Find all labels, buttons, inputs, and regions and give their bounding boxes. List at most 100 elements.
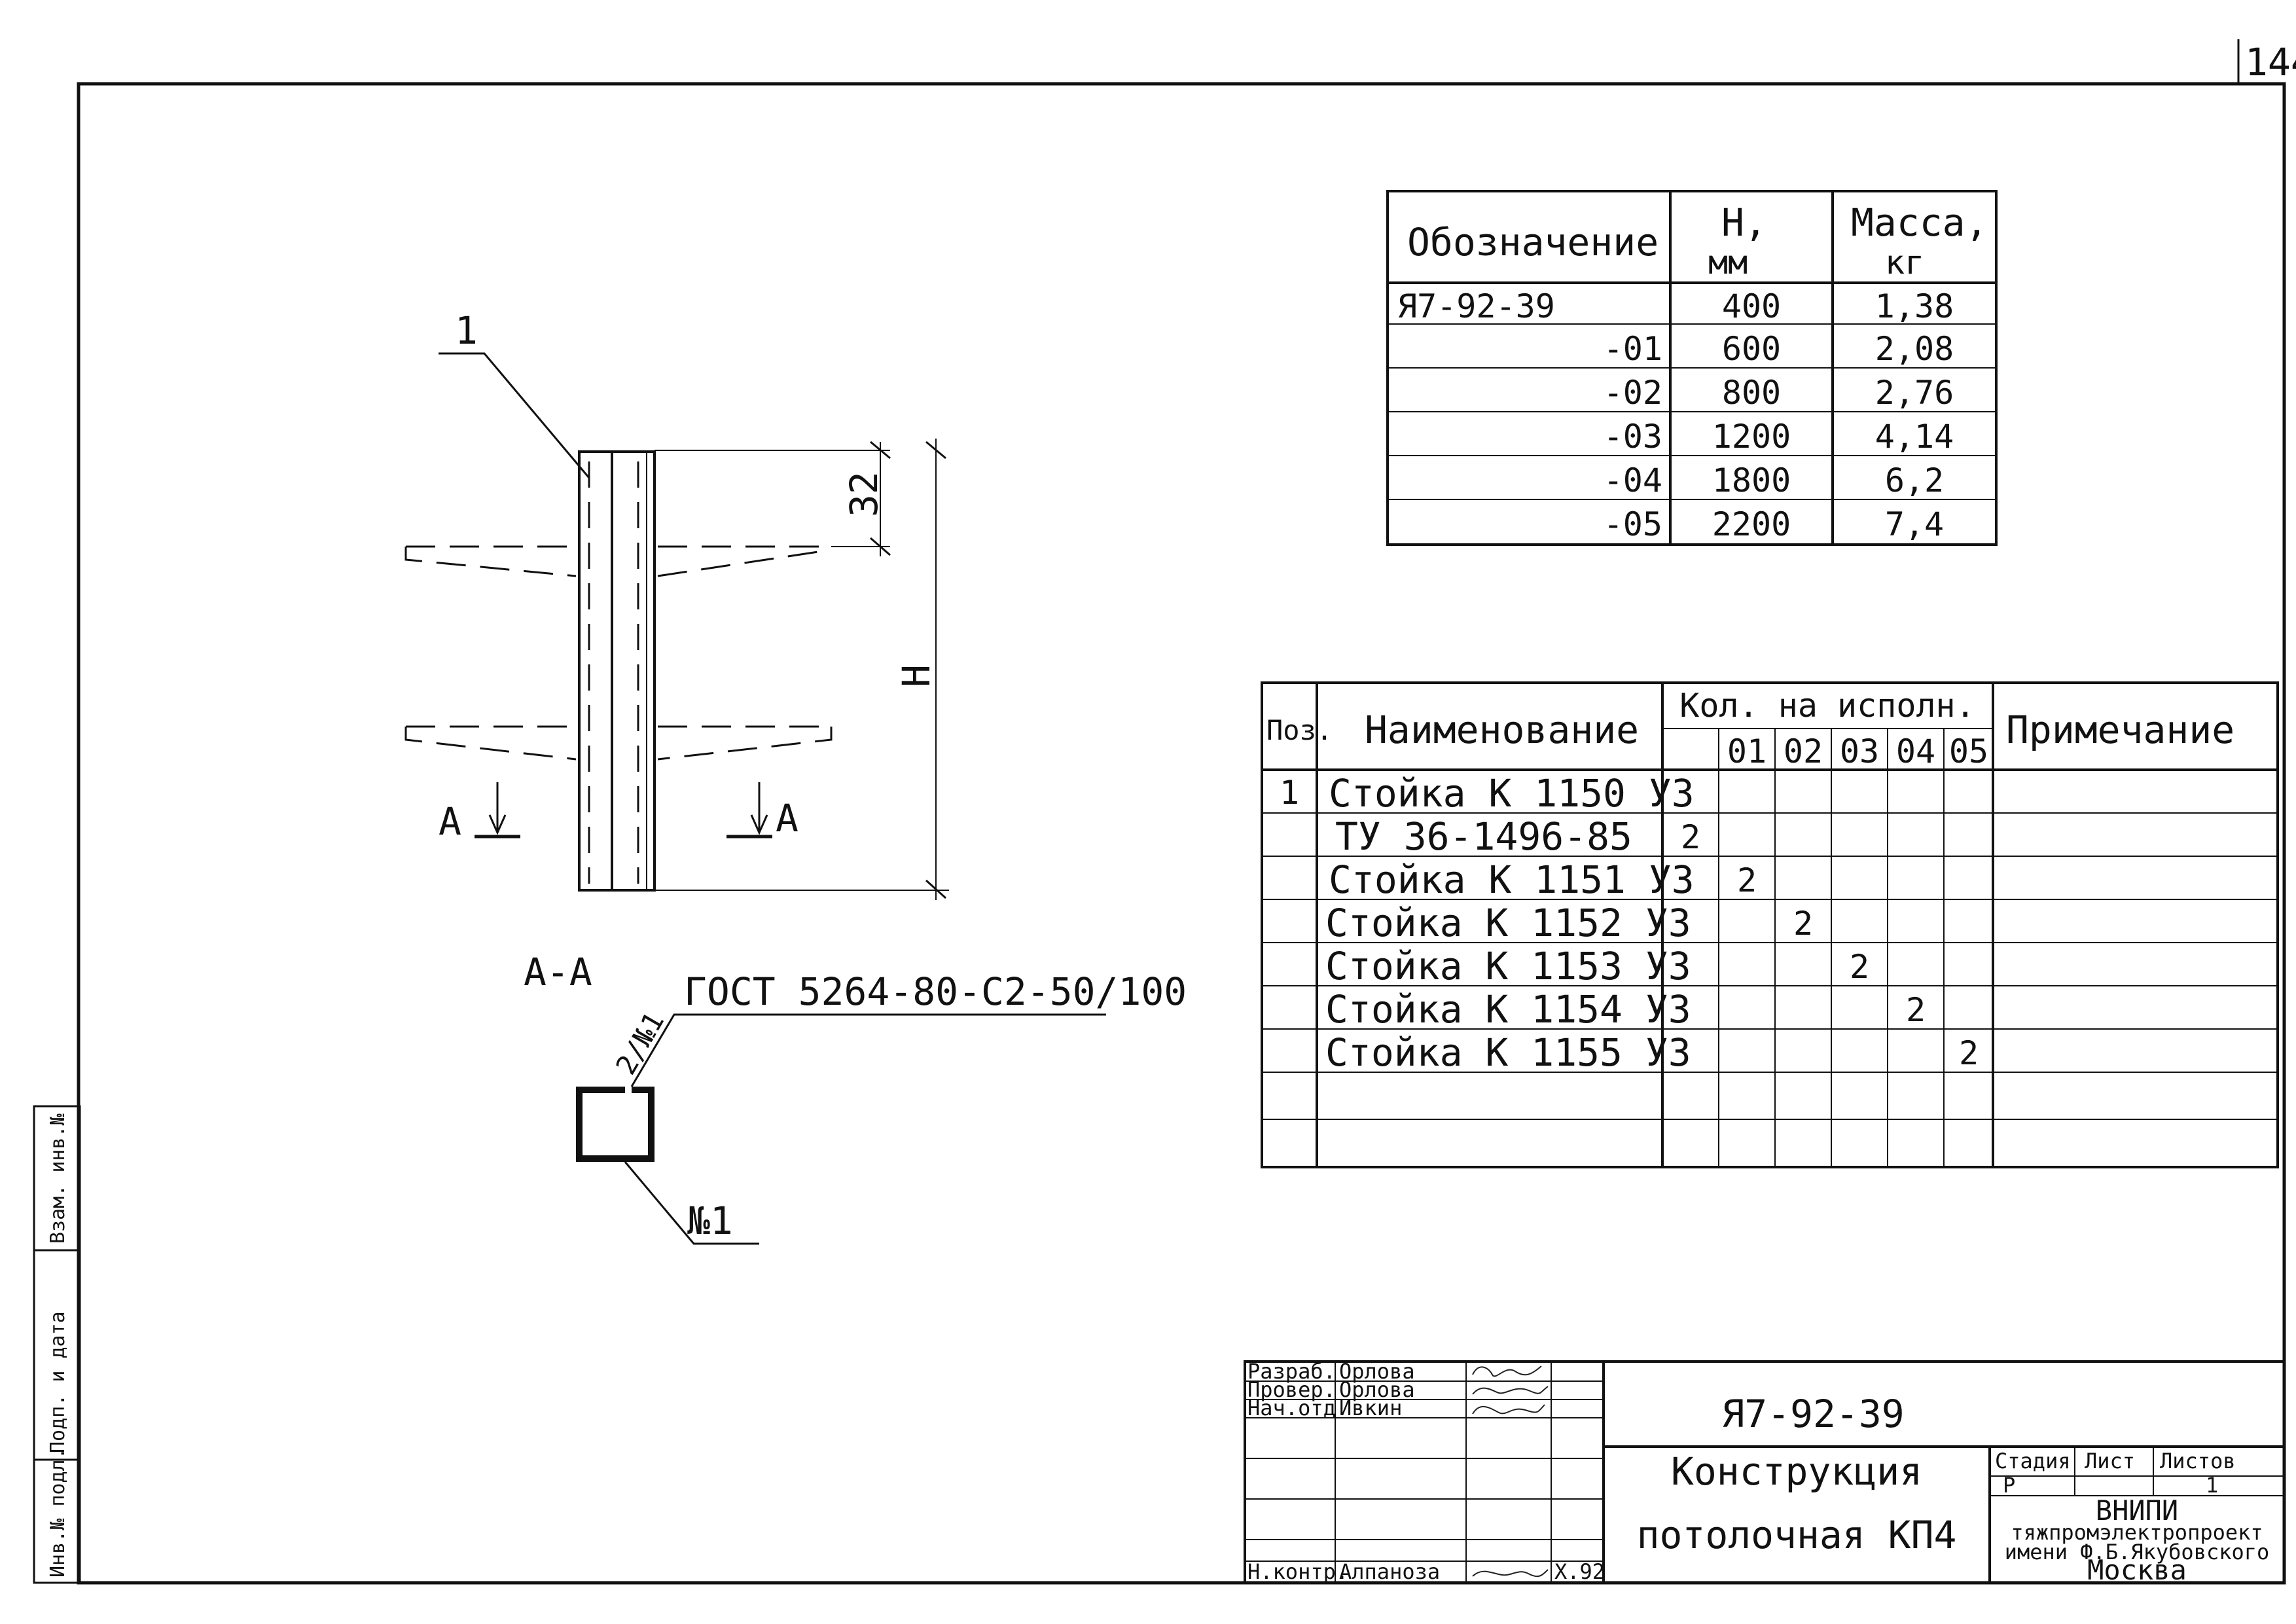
side-sign-date: Подп. и дата	[46, 1311, 69, 1453]
document-title-line2: потолочная КП4	[1637, 1513, 1957, 1557]
tb-role-checker: Провер.	[1247, 1377, 1336, 1402]
dimension-h: H	[894, 664, 939, 687]
spec-variant-03: 03	[1840, 732, 1879, 770]
svg-text:400: 400	[1722, 287, 1781, 325]
svg-text:600: 600	[1722, 330, 1781, 368]
tb-stage-value: Р	[2003, 1473, 2015, 1498]
svg-text:Стойка К 1151 У3: Стойка К 1151 У3	[1329, 857, 1695, 902]
svg-text:2,76: 2,76	[1875, 374, 1954, 412]
column-front-view	[404, 352, 949, 900]
tb-stage-label: Стадия	[1995, 1449, 2071, 1473]
svg-text:4,14: 4,14	[1875, 418, 1954, 456]
svg-text:-01: -01	[1604, 330, 1662, 368]
svg-text:6,2: 6,2	[1885, 461, 1944, 499]
svg-text:800: 800	[1722, 374, 1781, 412]
svg-text:1: 1	[1280, 774, 1299, 812]
tb-name-developer: Орлова	[1339, 1359, 1415, 1384]
spec-header-name: Наименование	[1365, 708, 1639, 752]
table-row: Стойка К 1153 У3 2	[1325, 944, 1869, 988]
weld-spec: ГОСТ 5264-80-С2-50/100	[684, 969, 1187, 1014]
mass-header-h1: H,	[1721, 200, 1767, 245]
mass-table-row: -02 800 2,76	[1604, 374, 1954, 412]
mass-table-row: Я7-92-39 400 1,38	[1397, 287, 1954, 325]
svg-text:2: 2	[1906, 991, 1926, 1029]
svg-text:-04: -04	[1604, 461, 1662, 499]
tb-name-head: Ивкин	[1339, 1396, 1402, 1420]
svg-text:Я7-92-39: Я7-92-39	[1397, 287, 1555, 325]
table-row: Стойка К 1155 У3 2	[1325, 1030, 1979, 1075]
svg-text:2: 2	[1959, 1034, 1979, 1072]
section-a-a	[576, 1013, 1106, 1245]
tb-name-norm: Алпаноза	[1339, 1559, 1440, 1584]
section-mark-right: А	[776, 796, 798, 840]
document-code: Я7-92-39	[1721, 1392, 1904, 1436]
signatures	[1472, 1365, 1549, 1578]
side-stamp	[33, 1105, 81, 1584]
page-number: 144	[2245, 40, 2296, 84]
svg-text:1800: 1800	[1712, 461, 1791, 499]
svg-text:-05: -05	[1604, 505, 1662, 543]
mass-table-row: -04 1800 6,2	[1604, 461, 1944, 499]
spec-variant-01: 01	[1727, 732, 1767, 770]
tb-date-norm: Х.92	[1554, 1559, 1605, 1584]
svg-text:Стойка К 1153 У3: Стойка К 1153 У3	[1325, 944, 1691, 988]
tb-name-checker: Орлова	[1339, 1377, 1415, 1402]
dimension-32: 32	[842, 471, 886, 517]
svg-text:Стойка К 1155 У3: Стойка К 1155 У3	[1325, 1030, 1691, 1075]
section-mark-left: А	[439, 799, 461, 844]
org-line1: ВНИПИ	[2096, 1494, 2178, 1526]
mass-table-row: -03 1200 4,14	[1604, 418, 1954, 456]
tb-sheets-value: 1	[2206, 1473, 2218, 1498]
spec-header-qty: Кол. на исполн.	[1679, 687, 1975, 725]
table-row: Стойка К 1151 У3 2	[1329, 857, 1757, 902]
tb-role-head: Нач.отд.	[1247, 1396, 1348, 1420]
spec-variant-05: 05	[1949, 732, 1988, 770]
spec-table	[1261, 681, 2279, 1168]
spec-variant-02: 02	[1784, 732, 1823, 770]
title-block	[1244, 1360, 2286, 1584]
svg-text:2,08: 2,08	[1875, 330, 1954, 368]
table-row: Стойка К 1152 У3 2	[1325, 901, 1813, 945]
svg-text:2200: 2200	[1712, 505, 1791, 543]
org-line3: имени Ф.Б.Якубовского	[2005, 1540, 2270, 1564]
svg-text:2: 2	[1737, 861, 1757, 899]
mass-header-mass2: кг	[1885, 244, 1924, 281]
mass-table-row: -01 600 2,08	[1604, 330, 1954, 368]
svg-text:2: 2	[1681, 818, 1700, 856]
svg-text:Стойка К 1150 У3: Стойка К 1150 У3	[1329, 771, 1695, 816]
svg-text:-02: -02	[1604, 374, 1662, 412]
svg-text:Стойка К 1152 У3: Стойка К 1152 У3	[1325, 901, 1691, 945]
svg-text:1,38: 1,38	[1875, 287, 1954, 325]
sheet-frame	[77, 82, 2286, 1585]
mass-table	[1386, 190, 1998, 546]
table-row: 1 Стойка К 1150 У3	[1280, 771, 1695, 816]
svg-text:Стойка К 1154 У3: Стойка К 1154 У3	[1325, 987, 1691, 1032]
spec-header-note: Примечание	[2006, 708, 2234, 752]
weld-leg-label: 2/№1	[609, 1007, 670, 1080]
mass-header-designation: Обозначение	[1407, 220, 1659, 264]
org-line4: Москва	[2087, 1554, 2187, 1586]
mass-table-row: -05 2200 7,4	[1604, 505, 1944, 543]
svg-text:7,4: 7,4	[1885, 505, 1944, 543]
spec-header-pos: Поз.	[1266, 714, 1333, 746]
document-title-line1: Конструкция	[1671, 1449, 1922, 1494]
svg-text:2: 2	[1850, 948, 1869, 986]
spec-variant-04: 04	[1896, 732, 1935, 770]
side-inv-orig: Инв.№ подл.	[46, 1447, 69, 1578]
section-title: А-А	[524, 950, 592, 994]
mass-header-mass1: Масса,	[1851, 200, 1988, 245]
svg-text:ТУ 36-1496-85: ТУ 36-1496-85	[1335, 814, 1632, 859]
callout-position-1: 1	[455, 308, 478, 353]
table-row: Стойка К 1154 У3 2	[1325, 987, 1926, 1032]
side-inv-dup: Взам. инв.№	[46, 1113, 69, 1244]
svg-text:1200: 1200	[1712, 418, 1791, 456]
svg-text:2: 2	[1793, 905, 1813, 943]
org-line2: тяжпромэлектропроект	[2011, 1520, 2263, 1545]
svg-text:-03: -03	[1604, 418, 1662, 456]
tb-role-norm: Н.контр.	[1247, 1559, 1348, 1584]
table-row: ТУ 36-1496-85 2	[1335, 814, 1700, 859]
tb-role-developer: Разраб.	[1247, 1359, 1336, 1384]
tb-sheet-label: Лист	[2085, 1449, 2135, 1473]
weld-number-label: №1	[687, 1199, 733, 1243]
